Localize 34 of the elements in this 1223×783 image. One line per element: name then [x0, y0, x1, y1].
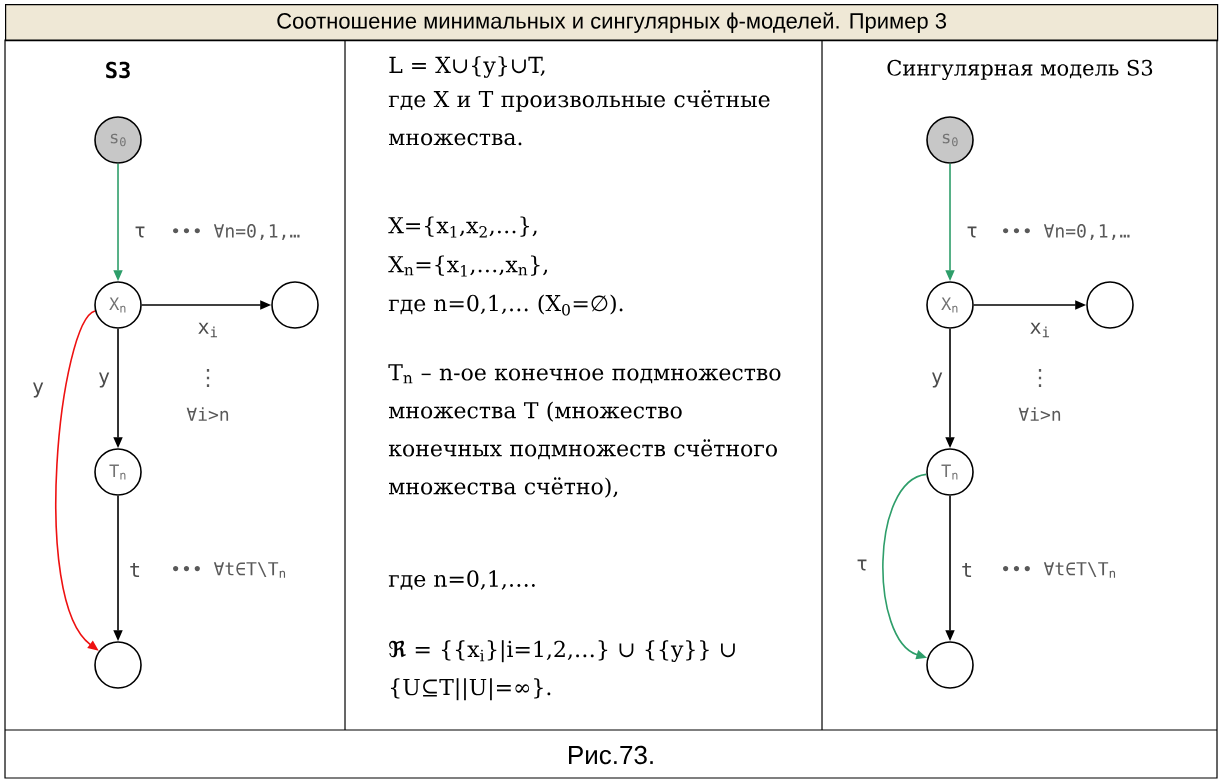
- model-title: Сингулярная модель S3: [887, 59, 1153, 81]
- edge-label: t: [962, 563, 972, 577]
- ellipsis-dots: ⋮: [1038, 369, 1042, 387]
- edge-label: τ: [135, 226, 145, 238]
- note: ∀i>n: [1018, 407, 1061, 421]
- text-paragraph: T$_{n}$ – n-ое конечное подмножество множества T (множество конечных подмножеств счётного множества счётно),: [388, 364, 781, 498]
- text-line: где n=0,1,… (X$_{0}$=∅).: [388, 294, 623, 316]
- note: ••• ∀t∈T\T$_{n}$: [1003, 562, 1116, 578]
- text-line: L = X∪{y}∪T,: [389, 56, 545, 78]
- state-circle: [271, 281, 319, 329]
- note: ••• ∀t∈T\T$_{n}$: [173, 562, 286, 578]
- text-paragraph: ℜ = {{x$_{i}$}|i=1,2,…} ∪ {{y}} ∪ {U⊆T||U|=∞}.: [389, 640, 735, 701]
- edge-label: τ: [967, 226, 977, 238]
- text-paragraph: где X и T произвольные счётные множества.: [388, 90, 770, 146]
- text-line: X$_{n}$={x$_{1}$,…,x$_{n}$},: [388, 255, 548, 277]
- edge-label: τ: [857, 559, 867, 571]
- note: ••• ∀n=0,1,…: [173, 224, 300, 240]
- edge-label: y: [33, 382, 44, 398]
- text-line: X={x$_{1}$,x$_{2}$,…},: [388, 216, 537, 238]
- state-circle: [926, 641, 974, 689]
- note: ∀i>n: [186, 407, 229, 421]
- edge-label: t: [130, 563, 140, 577]
- ellipsis-dots: ⋮: [206, 369, 210, 387]
- note: ••• ∀n=0,1,…: [1003, 224, 1130, 240]
- header-bar: Соотношение минимальных и сингулярных ϕ-моделей. Пример 3: [5, 4, 1219, 42]
- edge-label: x$_{i}$: [198, 322, 218, 338]
- model-title: S3: [106, 61, 130, 79]
- edge-label: y: [932, 372, 943, 388]
- caption: Рис.73.: [569, 745, 653, 765]
- edge-label: y: [99, 372, 110, 388]
- text-line: где n=0,1,….: [388, 570, 535, 590]
- state-circle: [94, 641, 142, 689]
- state-circle: [1086, 281, 1134, 329]
- edge-label: x$_{i}$: [1030, 322, 1050, 338]
